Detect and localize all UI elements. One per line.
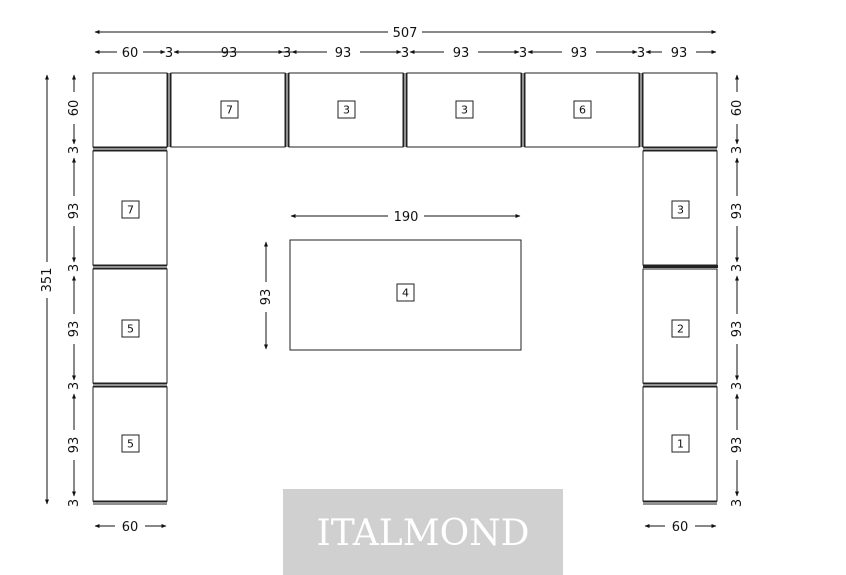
dim-label: 3	[730, 382, 745, 390]
dim-label: 60	[730, 100, 745, 117]
svg-text:4: 4	[402, 287, 409, 300]
dim-label: 93	[335, 46, 352, 61]
right-cabinet-2	[642, 268, 718, 384]
dim-label: 3	[67, 499, 82, 507]
dim-island-depth: 93	[259, 289, 274, 306]
module-tag: 5	[121, 434, 140, 453]
dim-label: 93	[671, 46, 688, 61]
svg-text:5: 5	[127, 438, 134, 451]
dim-label: 93	[730, 203, 745, 220]
dim-bottom-right-width: 60	[672, 520, 689, 535]
dim-label: 3	[283, 46, 291, 61]
dim-label: 3	[730, 146, 745, 154]
dim-label: 3	[401, 46, 409, 61]
dim-label: 3	[519, 46, 527, 61]
dim-label: 3	[637, 46, 645, 61]
dimension-lines	[45, 30, 739, 528]
module-tag: 3	[337, 100, 356, 119]
dim-label: 93	[67, 437, 82, 454]
dim-bottom-left-width: 60	[122, 520, 139, 535]
svg-text:1: 1	[677, 438, 684, 451]
brand-watermark-text: ITALMOND	[317, 513, 530, 554]
dim-label: 3	[165, 46, 173, 61]
right-cabinet-3	[642, 386, 718, 502]
left-cabinet-1	[92, 150, 168, 266]
module-tag: 4	[396, 283, 415, 302]
dim-label: 93	[67, 321, 82, 338]
dim-label: 93	[453, 46, 470, 61]
dim-label: 3	[67, 146, 82, 154]
svg-text:6: 6	[579, 104, 586, 117]
module-tags: 7 3 3 6 7 5 5 3	[121, 100, 690, 453]
island	[289, 239, 522, 351]
dim-island-width: 190	[394, 210, 419, 225]
dim-label: 3	[730, 499, 745, 507]
corner-cabinet-top-right	[642, 72, 718, 148]
dim-label: 60	[67, 100, 82, 117]
svg-text:2: 2	[677, 323, 684, 336]
module-tag: 7	[121, 200, 140, 219]
top-cabinet-2	[288, 72, 404, 148]
dim-overall-height: 351	[40, 268, 55, 293]
left-cabinet-3	[92, 386, 168, 502]
dimension-labels: 507 60 3 93 3 93 3 93 3 93 3 93 351 60 3…	[40, 26, 745, 535]
module-tag: 5	[121, 319, 140, 338]
dim-label: 60	[122, 46, 139, 61]
dim-label: 93	[571, 46, 588, 61]
dim-label: 93	[67, 203, 82, 220]
module-tag: 3	[671, 200, 690, 219]
svg-text:3: 3	[461, 104, 468, 117]
module-tag: 6	[573, 100, 592, 119]
top-cabinet-1	[170, 72, 286, 148]
dim-label: 3	[730, 264, 745, 272]
svg-text:7: 7	[226, 104, 233, 117]
left-cabinet-2	[92, 268, 168, 384]
svg-text:5: 5	[127, 323, 134, 336]
dim-overall-width: 507	[393, 26, 418, 41]
dim-label: 3	[67, 264, 82, 272]
svg-text:3: 3	[343, 104, 350, 117]
module-tag: 7	[220, 100, 239, 119]
dim-label: 93	[730, 437, 745, 454]
svg-text:3: 3	[677, 204, 684, 217]
cabinets	[92, 72, 718, 502]
svg-text:7: 7	[127, 204, 134, 217]
filler-strip-right-mid	[643, 265, 718, 268]
filler-strips	[93, 73, 717, 505]
dim-label: 93	[730, 321, 745, 338]
dim-label: 93	[221, 46, 238, 61]
dim-label: 3	[67, 382, 82, 390]
module-tag: 2	[671, 319, 690, 338]
top-cabinet-4	[524, 72, 640, 148]
module-tag: 1	[671, 434, 690, 453]
corner-cabinet-top-left	[92, 72, 168, 148]
brand-watermark: ITALMOND	[283, 489, 563, 575]
module-tag: 3	[455, 100, 474, 119]
top-cabinet-3	[406, 72, 522, 148]
